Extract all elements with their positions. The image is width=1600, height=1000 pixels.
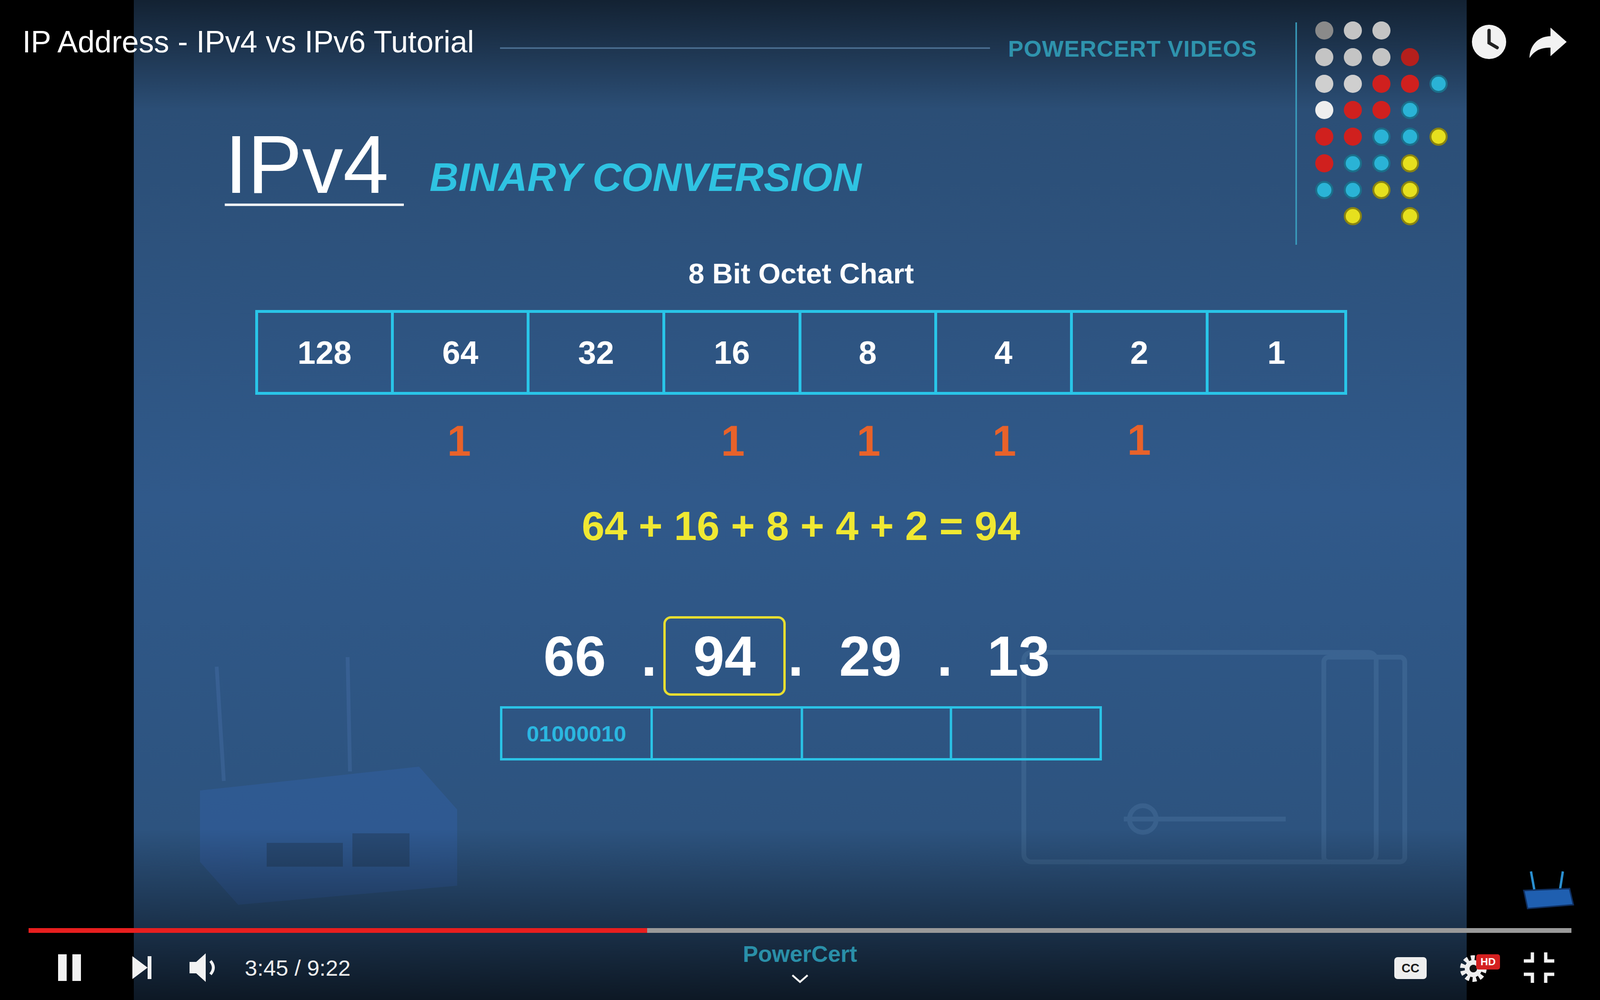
ip-octet: 13: [987, 624, 1050, 688]
bit-value: 1: [856, 417, 881, 465]
slide-subtitle-holder: BINARY CONVERSION: [429, 157, 862, 198]
ip-dot-holder: .: [641, 628, 658, 685]
channel-name-holder: PowerCert: [742, 942, 858, 966]
ip-dot: .: [937, 624, 953, 688]
octet-cell: 128: [258, 312, 394, 392]
slide-title-holder: IPv4: [224, 123, 389, 206]
next-icon: [132, 956, 152, 980]
volume-icon: [189, 953, 214, 982]
bit-value: 1: [1127, 416, 1151, 464]
pause-icon: [58, 954, 81, 981]
octet-cell-text: 64: [442, 336, 479, 369]
channel-name: PowerCert: [742, 941, 858, 967]
cc-text: CC: [1401, 960, 1420, 976]
hd-badge: [1476, 954, 1500, 970]
router-icon: [1523, 871, 1574, 909]
ip-dot-holder: .: [788, 628, 804, 685]
ip-dot: .: [641, 624, 658, 688]
dot-grid: [1315, 21, 1447, 225]
binary-cell: 01000010: [500, 706, 653, 761]
ip-octet-holder: 13: [987, 628, 1050, 685]
octet-cell: 16: [665, 312, 801, 392]
progress-track: [28, 928, 1572, 933]
octet-cell: 2: [1072, 312, 1209, 392]
bit-value-holder: 1: [856, 419, 881, 463]
hd-text-holder: HD: [1480, 956, 1496, 968]
octet-cell: 4: [937, 312, 1073, 392]
sum-equation: 64 + 16 + 8 + 4 + 2 = 94: [581, 502, 1021, 549]
slide-subtitle: BINARY CONVERSION: [429, 154, 862, 200]
brand-name: POWERCERT VIDEOS: [1008, 36, 1258, 62]
octet-cell: 8: [801, 312, 938, 392]
octet-cell: 64: [393, 312, 530, 392]
bit-value-holder: 1: [992, 419, 1017, 463]
ip-octet-holder: 66: [543, 628, 606, 685]
bit-value-holder: 1: [720, 419, 745, 463]
chart-heading: 8 Bit Octet Chart: [688, 257, 914, 290]
bit-value-holder: 1: [447, 419, 471, 463]
cc-button: [1394, 957, 1427, 980]
octet-cell-text: 1: [1267, 336, 1286, 369]
bit-value: 1: [447, 417, 471, 465]
bit-value: 1: [992, 417, 1017, 465]
binary-table: [501, 707, 1101, 760]
octet-cell-text: 4: [994, 336, 1013, 369]
video-title: IP Address - IPv4 vs IPv6 Tutorial: [22, 24, 475, 60]
brand-name-holder: POWERCERT VIDEOS: [1008, 37, 1258, 61]
chevron-icon: [792, 975, 808, 982]
binary-cell-text: 01000010: [526, 722, 627, 745]
ip-dot: .: [788, 624, 804, 688]
bit-value-holder: 1: [1127, 418, 1151, 462]
ip-octet-holder: 29: [839, 628, 902, 685]
ip-octet: 29: [839, 624, 902, 688]
cc-text-holder: CC: [1401, 961, 1420, 975]
octet-cell-text: 128: [297, 336, 352, 369]
chart-heading-holder: 8 Bit Octet Chart: [258, 259, 1345, 289]
bottom-shade: [0, 828, 1600, 1000]
octet-cell-text: 16: [713, 336, 750, 369]
highlight-box: 94: [663, 616, 786, 696]
top-shade: [0, 0, 1600, 110]
header-divider: [1295, 22, 1298, 245]
octet-chart: 8 Bit Octet Chart1286432168421: [255, 310, 1348, 395]
octet-cell: 32: [529, 312, 666, 392]
octet-cell-text: 8: [858, 336, 877, 369]
progress-played: [28, 928, 648, 933]
clock-icon: [1471, 24, 1507, 60]
ip-dot-holder: .: [937, 628, 953, 685]
exit-fullscreen-icon: [1523, 952, 1555, 983]
highlight-box-text: 94: [693, 628, 756, 685]
share-icon: [1529, 27, 1567, 59]
bit-value: 1: [720, 417, 745, 465]
video-title-holder: IP Address - IPv4 vs IPv6 Tutorial: [22, 26, 475, 58]
slide-title: IPv4: [224, 118, 389, 210]
time-display-holder: 3:45 / 9:22: [244, 956, 351, 980]
octet-cell: 1: [1208, 312, 1345, 392]
sum-equation-holder: 64 + 16 + 8 + 4 + 2 = 94: [581, 505, 1021, 547]
time-display: 3:45 / 9:22: [244, 955, 351, 981]
ip-octet: 66: [543, 624, 606, 688]
header-rule: [500, 47, 990, 50]
octet-cell-text: 2: [1130, 336, 1149, 369]
octet-cell-text: 32: [578, 336, 615, 369]
hd-text: HD: [1480, 955, 1496, 968]
